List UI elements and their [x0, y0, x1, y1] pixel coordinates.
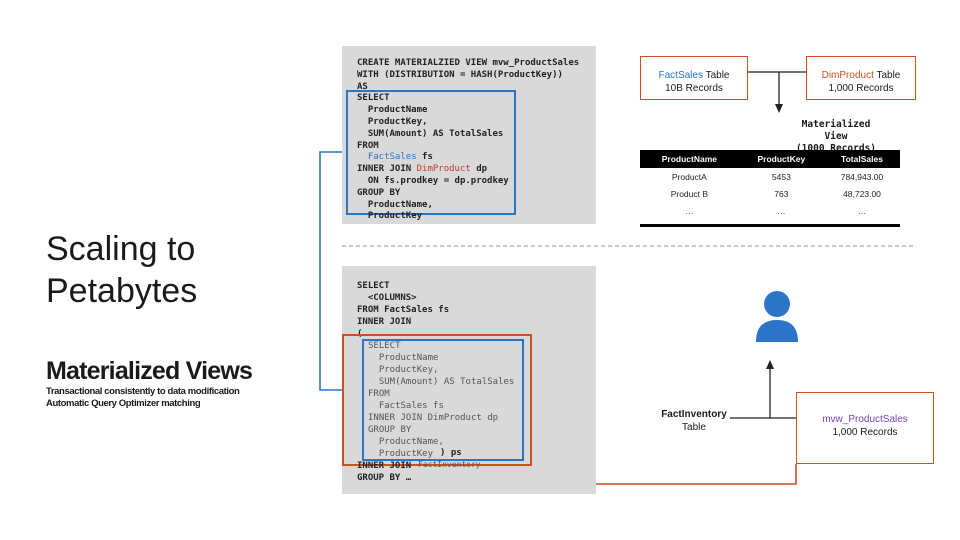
code-factsales: FactSales: [367, 152, 417, 163]
bottom-code-panel: [342, 266, 596, 494]
factinventory-box: FactInventory Table: [640, 408, 748, 434]
code-line: ON fs.prodkey = dp.prodkey: [357, 175, 509, 186]
code-line: FROM: [368, 389, 390, 399]
table-row: ProductA 5453 784,943.00: [640, 168, 900, 185]
bottom-blue-highlight: [362, 339, 524, 461]
factsales-suffix: Table: [702, 70, 730, 81]
code-line: ProductName,: [357, 199, 433, 210]
code-line: FactSales fs: [368, 401, 444, 411]
code-line: ProductName: [368, 353, 439, 363]
code-line: ProductKey,: [368, 365, 439, 375]
table-cell: Product B: [670, 188, 709, 199]
bottom-group-by: GROUP BY …: [357, 473, 412, 483]
hidden-join-table: FactInventory: [418, 460, 481, 469]
blue-connector: [319, 151, 346, 391]
mvw-records: 1,000 Records: [832, 427, 898, 438]
dimproduct-table-box: DimProduct Table 1,000 Records: [806, 56, 916, 100]
arrow-head-down: [775, 104, 783, 113]
code-join-kw: INNER JOIN: [357, 164, 417, 175]
mv-header-productname: ProductName: [640, 150, 739, 168]
bottom-orange-highlight: [342, 334, 532, 466]
code-line: SELECT: [357, 281, 390, 291]
slide-title: Scaling to Petabytes: [46, 228, 197, 312]
factsales-records: 10B Records: [665, 83, 723, 94]
code-line: FROM FactSales fs: [357, 305, 450, 315]
code-line: ProductName,: [368, 437, 444, 447]
factsales-table-box: FactSales Table 10B Records: [640, 56, 748, 100]
code-line: ProductKey,: [357, 116, 428, 127]
code-line: INNER JOIN DimProduct dp: [368, 413, 499, 423]
mvw-name: mvw_ProductSales: [822, 414, 908, 425]
mv-header-totalsales: TotalSales: [823, 150, 900, 168]
bottom-join-kw: INNER JOIN: [357, 461, 412, 471]
table-cell: …: [777, 205, 786, 216]
code-line: AS: [357, 81, 368, 92]
dimproduct-suffix: Table: [873, 70, 901, 81]
code-alias: fs: [416, 152, 433, 163]
code-line: FROM: [357, 140, 379, 151]
arrow-head-up: [766, 360, 774, 369]
table-cell: …: [685, 205, 694, 216]
slide-title-line2: Petabytes: [46, 272, 198, 310]
code-line: SUM(Amount) AS TotalSales: [368, 377, 515, 387]
inner-close: ) ps: [440, 448, 462, 458]
slide-note-1: Transactional consistently to data modif…: [46, 386, 240, 397]
top-code: CREATE MATERIALZIED VIEW mvw_ProductSale…: [357, 58, 579, 223]
user-icon: [756, 291, 798, 342]
table-cell: 48,723.00: [843, 188, 881, 199]
slide-subtitle: Materialized Views: [46, 357, 253, 385]
mvw-productsales-box: mvw_ProductSales 1,000 Records: [796, 392, 934, 464]
top-code-panel: [342, 46, 596, 224]
mv-header-productkey: ProductKey: [738, 150, 824, 168]
dimproduct-name: DimProduct: [821, 70, 874, 81]
factinventory-name: FactInventory: [661, 409, 727, 420]
table-row: Product B 763 48,723.00: [640, 185, 900, 202]
table-cell: 784,943.00: [840, 171, 884, 182]
code-line: CREATE MATERIALZIED VIEW mvw_ProductSale…: [357, 58, 580, 68]
slide-note-2: Automatic Query Optimizer matching: [46, 398, 201, 409]
code-line: WITH (DISTRIBUTION = HASH(ProductKey)): [357, 69, 563, 80]
mv-label-line1: Materialized View: [801, 119, 871, 142]
code-line: SELECT: [357, 93, 390, 104]
mv-label-line2: (1000 Records): [795, 143, 877, 154]
table-row: … … …: [640, 202, 900, 219]
code-line: SELECT: [368, 341, 401, 351]
factinventory-suffix: Table: [682, 422, 706, 433]
slide-title-line1: Scaling to: [46, 230, 196, 268]
top-select-highlight: [346, 90, 516, 215]
code-line: GROUP BY: [368, 425, 412, 435]
code-alias: dp: [470, 164, 488, 175]
code-line: ProductKey: [368, 449, 434, 459]
code-line: INNER JOIN: [357, 317, 412, 327]
table-cell: …: [857, 205, 867, 216]
code-line: GROUP BY: [357, 187, 401, 198]
code-line: ProductName: [357, 105, 428, 116]
materialized-view-table: ProductName ProductKey TotalSales Produc…: [640, 150, 900, 227]
table-cell: ProductA: [671, 171, 707, 182]
table-cell: 5453: [771, 171, 791, 182]
table-cell: 763: [774, 188, 789, 199]
code-line: ProductKey: [357, 211, 423, 222]
bottom-code-head: SELECT <COLUMNS> FROM FactSales fs INNER…: [357, 280, 449, 340]
code-line: <COLUMNS>: [357, 293, 417, 303]
bottom-inner-code: SELECT ProductName ProductKey, SUM(Amoun…: [368, 340, 514, 460]
code-dimproduct: DimProduct: [416, 164, 471, 175]
mv-label: Materialized View (1000 Records): [788, 119, 884, 155]
factsales-name: FactSales: [658, 70, 703, 81]
code-line: SUM(Amount) AS TotalSales: [357, 128, 504, 139]
dimproduct-records: 1,000 Records: [828, 83, 894, 94]
